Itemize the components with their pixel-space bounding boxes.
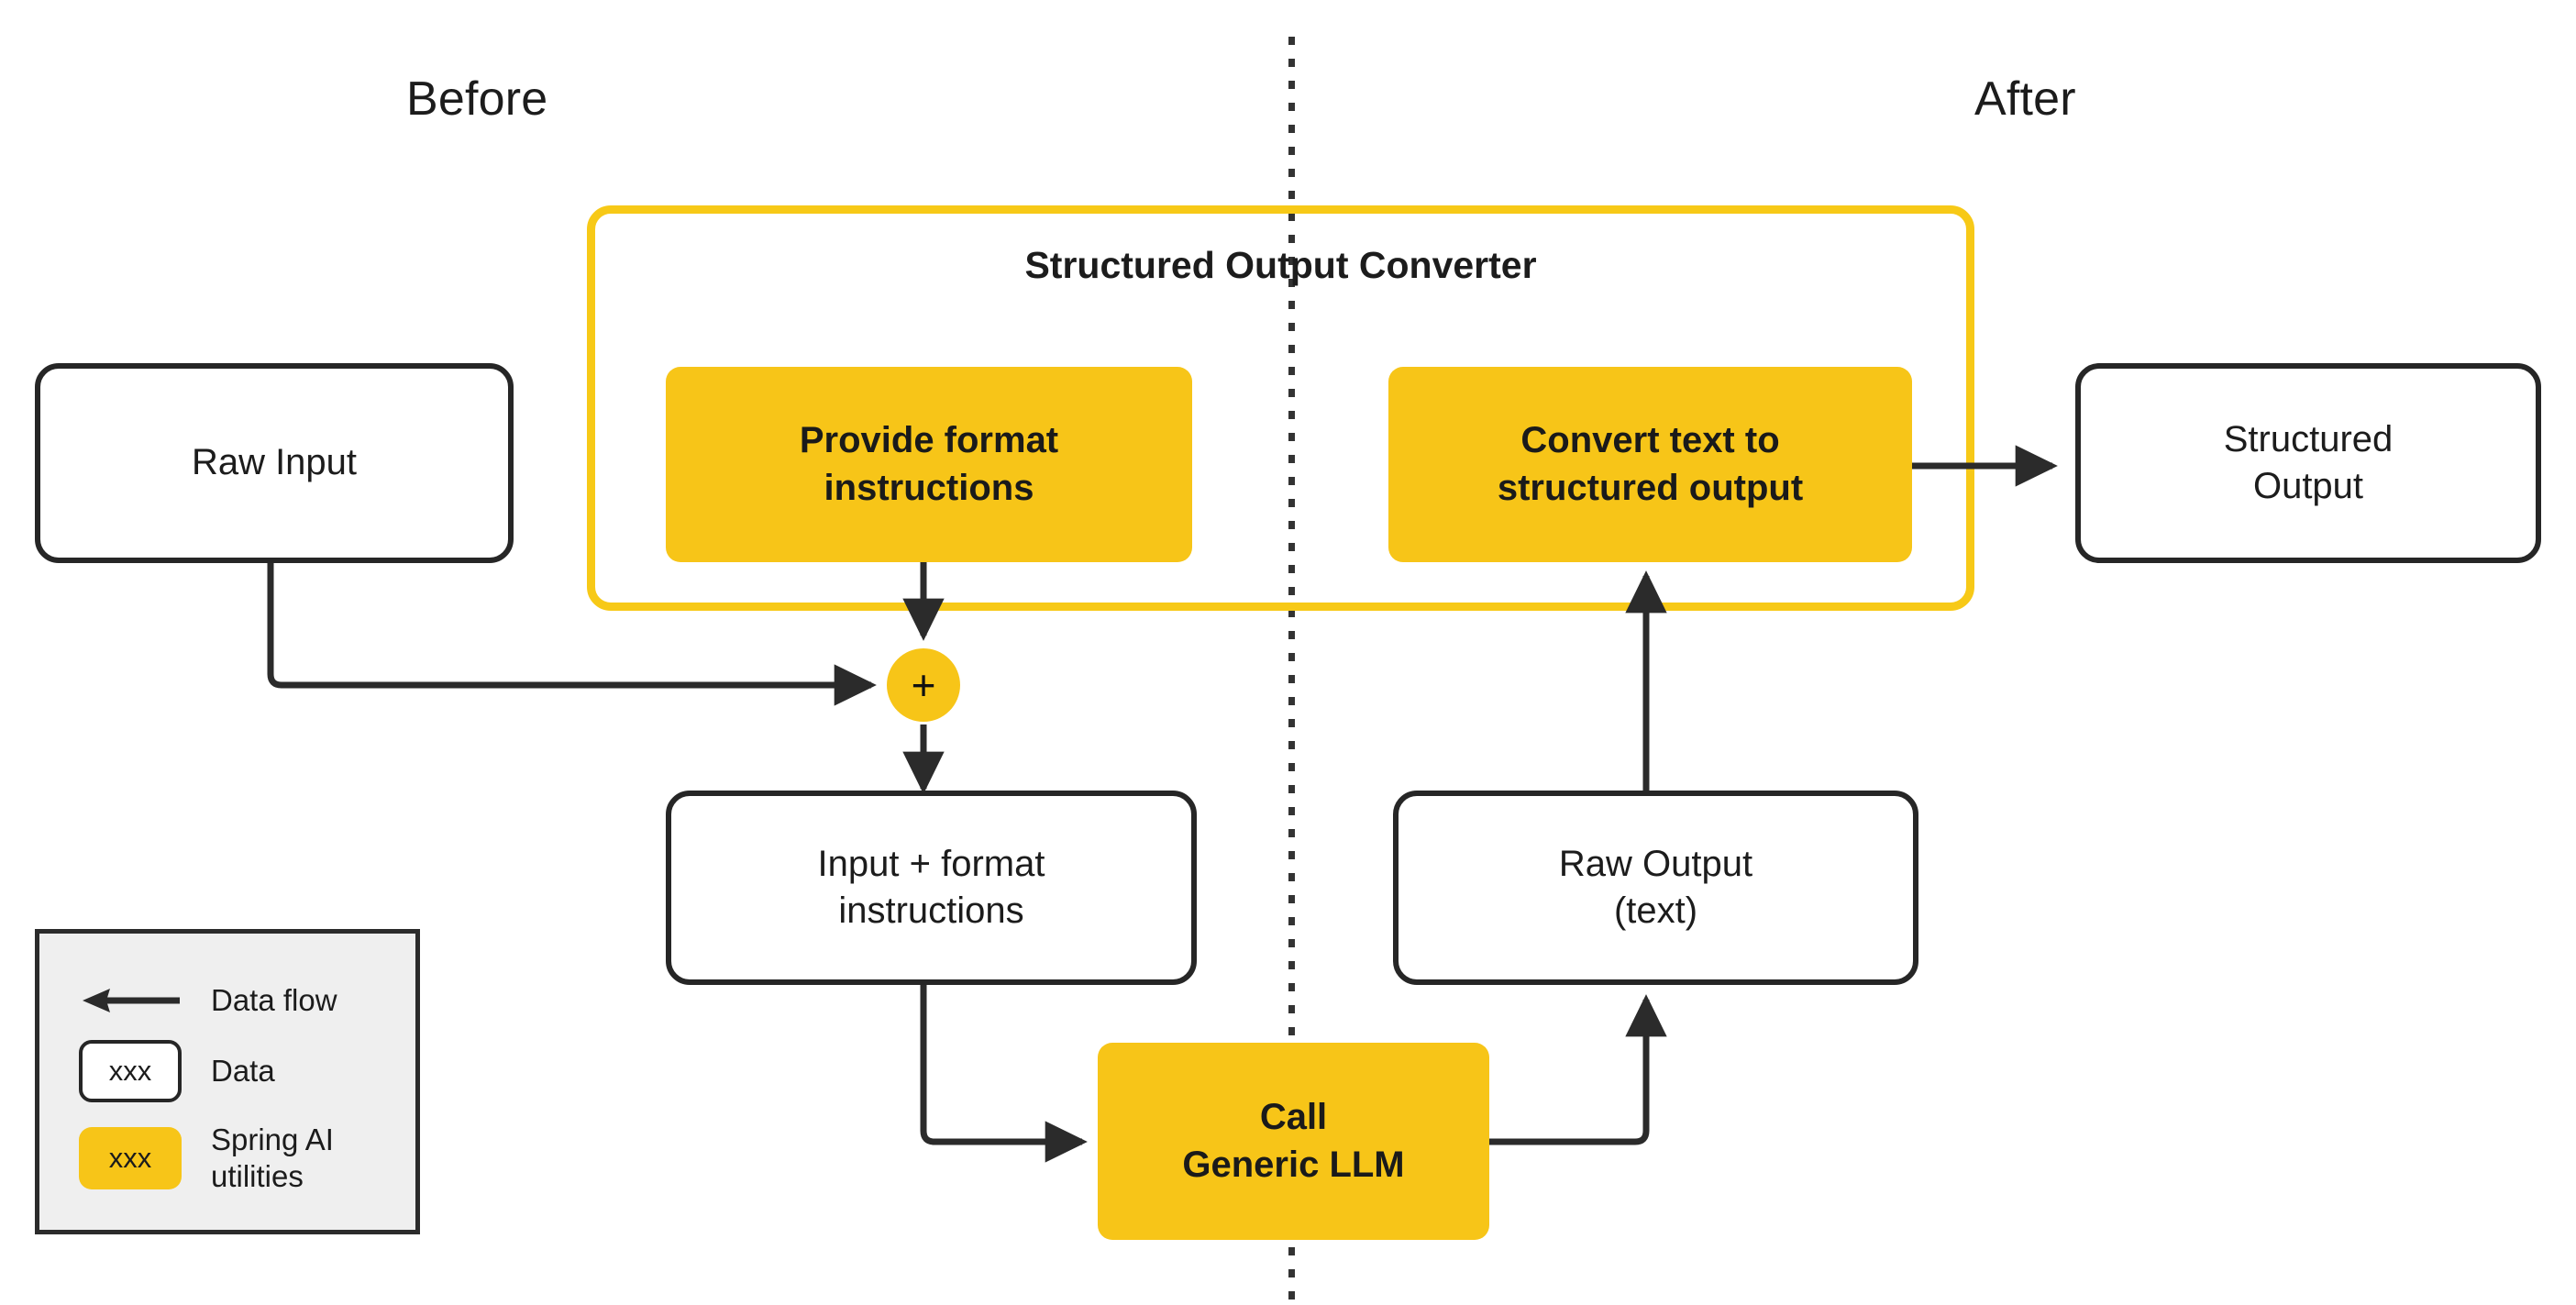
arrow-left-icon <box>79 985 182 1016</box>
node-structured-output[interactable]: Structured Output <box>2075 363 2541 563</box>
node-convert-text-to-structured-output[interactable]: Convert text to structured output <box>1388 367 1912 562</box>
legend-swatch-data-text: xxx <box>108 1055 152 1087</box>
node-raw-input-label: Raw Input <box>191 442 358 483</box>
legend-label-utilities-2: utilities <box>211 1159 304 1193</box>
provide-format-label-1: Provide format <box>799 420 1059 461</box>
edge-call-llm-to-raw-output <box>1489 994 1667 1145</box>
node-merge-junction[interactable]: + <box>887 648 960 722</box>
node-input-plus-format-instructions[interactable]: Input + format instructions <box>666 791 1197 985</box>
node-structured-output-label-1: Structured <box>2223 418 2394 459</box>
node-raw-output-label-2: (text) <box>1613 890 1698 931</box>
before-after-divider <box>1288 37 1295 1305</box>
node-raw-input[interactable]: Raw Input <box>35 363 514 563</box>
provide-format-label-2: instructions <box>824 467 1034 508</box>
legend-label-data: Data <box>211 1053 275 1088</box>
structured-output-converter-group <box>587 205 1974 611</box>
section-label-after: After <box>1974 72 2076 126</box>
node-provide-format-instructions[interactable]: Provide format instructions <box>666 367 1192 562</box>
convert-text-label-2: structured output <box>1497 467 1804 508</box>
node-raw-output-label-1: Raw Output <box>1558 843 1753 884</box>
edge-input-format-to-call-llm <box>920 983 1088 1163</box>
legend-label-data-flow: Data flow <box>211 982 337 1017</box>
legend-row-data-flow: Data flow <box>79 974 409 1027</box>
merge-plus-label: + <box>911 661 936 709</box>
section-label-before: Before <box>406 72 548 126</box>
converter-group-title: Structured Output Converter <box>1024 244 1537 286</box>
legend-row-data: xxx Data <box>79 1039 409 1103</box>
legend-swatch-utility: xxx <box>79 1127 182 1189</box>
node-raw-output[interactable]: Raw Output (text) <box>1393 791 1918 985</box>
node-call-generic-llm[interactable]: Call Generic LLM <box>1098 1043 1489 1240</box>
call-llm-label-2: Generic LLM <box>1182 1144 1405 1185</box>
legend-swatch-utility-text: xxx <box>108 1142 152 1174</box>
node-input-format-label-1: Input + format <box>817 843 1045 884</box>
legend-label-utilities-1: Spring AI <box>211 1122 334 1156</box>
call-llm-label-1: Call <box>1259 1097 1328 1138</box>
legend-swatch-data: xxx <box>79 1040 182 1102</box>
legend-row-spring-ai-utilities: xxx Spring AI utilities <box>79 1112 409 1204</box>
node-structured-output-label-2: Output <box>2252 466 2364 506</box>
convert-text-label-1: Convert text to <box>1520 420 1780 461</box>
node-input-format-label-2: instructions <box>838 890 1024 931</box>
